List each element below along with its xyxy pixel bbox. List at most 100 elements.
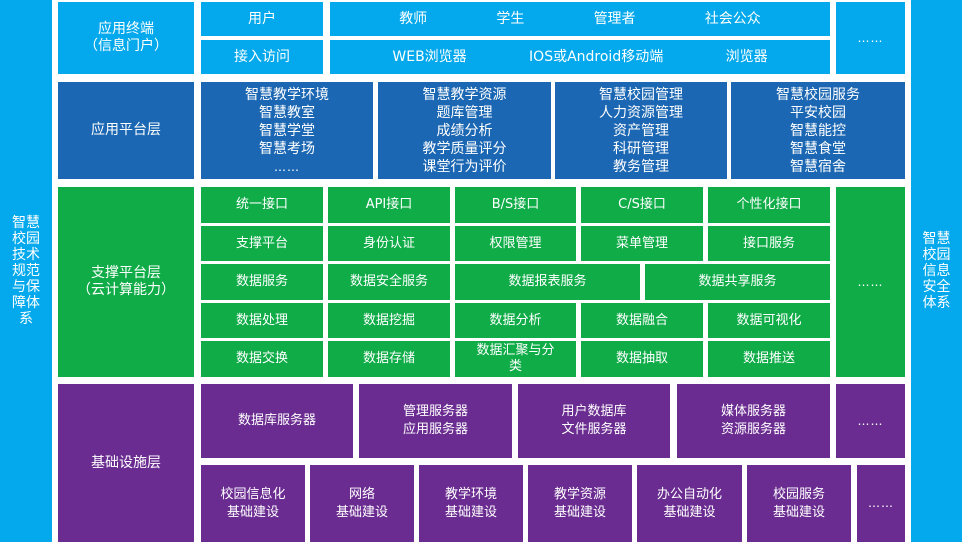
construction-cell: 网络 基础建设 [310, 465, 414, 542]
support-layer-title: 支撑平台层 （云计算能力） [58, 187, 194, 377]
side-label-line: 校园 [12, 231, 40, 247]
construction-cell: 教学资源 基础建设 [528, 465, 632, 542]
support-cell: 数据处理 [201, 303, 323, 338]
construction-label: 基础建设 [553, 504, 606, 520]
construction-label: 基础建设 [226, 504, 279, 520]
support-cell-label: 数据安全服务 [349, 274, 428, 290]
support-cell-label: 数据挖掘 [362, 312, 415, 328]
access-cell: 接入访问 [201, 40, 323, 74]
platform-item: 智慧能控 [790, 122, 846, 139]
support-cell: 数据安全服务 [328, 264, 450, 300]
construction-cell: 校园信息化 基础建设 [201, 465, 305, 542]
more-ellipsis: …… [857, 274, 884, 289]
construction-label: 教学资源 [553, 486, 606, 502]
support-cell-label: 数据交换 [235, 351, 288, 367]
platform-group: 智慧教学资源 题库管理 成绩分析 教学质量评分 课堂行为评价 [378, 82, 551, 179]
support-cell: 菜单管理 [581, 226, 703, 261]
support-cell-wide: 数据共享服务 [645, 264, 830, 300]
support-cell-wide: 数据报表服务 [455, 264, 640, 300]
right-side-panel: 智慧 校园 信息 安全 体系 [911, 0, 962, 542]
support-cell: 支撑平台 [201, 226, 323, 261]
support-cell-label: 数据报表服务 [508, 274, 587, 290]
platform-item: 题库管理 [436, 104, 493, 121]
construction-label: 基础建设 [772, 504, 825, 520]
user-type: 管理者 [593, 10, 636, 27]
construction-cell: 校园服务 基础建设 [747, 465, 851, 542]
server-cell: 管理服务器 应用服务器 [359, 384, 512, 458]
support-cell: 数据挖掘 [328, 303, 450, 338]
platform-item: …… [274, 159, 300, 174]
platform-item: 科研管理 [613, 140, 669, 157]
construction-label: 网络 [348, 486, 375, 502]
client-type: 浏览器 [725, 48, 768, 65]
support-cell: 数据可视化 [708, 303, 830, 338]
server-label: 管理服务器 [402, 404, 468, 419]
platform-item: 人力资源管理 [599, 104, 683, 121]
platform-layer-title: 应用平台层 [58, 82, 194, 179]
support-cell: 身份认证 [328, 226, 450, 261]
server-label: 用户数据库 [561, 404, 627, 419]
support-cell: B/S接口 [455, 187, 576, 223]
support-cell-label: 数据融合 [615, 312, 668, 328]
server-label: 数据库服务器 [237, 413, 316, 429]
client-type: IOS或Android移动端 [529, 48, 664, 65]
support-cell: API接口 [328, 187, 450, 223]
platform-item: 教务管理 [613, 158, 669, 175]
terminal-subtitle: （信息门户） [84, 38, 168, 54]
platform-item: 智慧学堂 [259, 122, 315, 139]
construction-cell: 办公自动化 基础建设 [637, 465, 742, 542]
server-cell: 媒体服务器 资源服务器 [677, 384, 830, 458]
support-subtitle: （云计算能力） [77, 282, 175, 298]
platform-item: 智慧食堂 [790, 140, 846, 157]
support-cell-label: 身份认证 [362, 235, 415, 251]
platform-item: 平安校园 [790, 104, 846, 121]
platform-title: 应用平台层 [91, 122, 161, 139]
support-cell-label: API接口 [365, 197, 413, 213]
server-label: 媒体服务器 [720, 404, 786, 419]
side-label-line: 规范 [12, 263, 40, 279]
platform-item: 课堂行为评价 [422, 158, 507, 175]
side-label-line: 智慧 [922, 231, 951, 247]
side-label-line: 校园 [922, 247, 951, 263]
server-label: 资源服务器 [720, 422, 786, 437]
support-cell-label: 接口服务 [742, 235, 795, 251]
platform-item: 智慧考场 [259, 140, 315, 157]
server-label: 文件服务器 [561, 422, 627, 437]
terminal-title: 应用终端 [98, 21, 154, 38]
clients-cell: WEB浏览器 IOS或Android移动端 浏览器 [330, 40, 830, 74]
support-cell: 接口服务 [708, 226, 830, 261]
server-label: 应用服务器 [402, 422, 468, 437]
construction-cell: 教学环境 基础建设 [419, 465, 523, 542]
support-cell-label: C/S接口 [618, 197, 666, 213]
side-label-line: 技术 [12, 247, 40, 263]
infra-layer-title: 基础设施层 [58, 384, 194, 542]
support-cell: C/S接口 [581, 187, 703, 223]
support-cell-label: 类 [508, 359, 522, 374]
support-cell-label: 个性化接口 [736, 197, 802, 213]
support-title: 支撑平台层 [91, 265, 161, 282]
more-ellipsis: …… [857, 30, 884, 45]
more-ellipsis: …… [857, 413, 884, 428]
platform-group: 智慧教学环境 智慧教室 智慧学堂 智慧考场 …… [201, 82, 373, 179]
support-cell: 数据存储 [328, 341, 450, 377]
support-more: …… [836, 187, 905, 377]
construction-label: 办公自动化 [656, 486, 722, 502]
support-cell-label: 数据可视化 [736, 312, 802, 328]
platform-item: 智慧校园管理 [599, 86, 683, 103]
side-label-line: 体系 [922, 295, 951, 311]
user-type: 教师 [399, 10, 428, 27]
construction-label: 教学环境 [444, 486, 497, 502]
terminal-more: …… [836, 2, 905, 74]
infra-title: 基础设施层 [91, 454, 161, 471]
platform-item: 智慧教室 [259, 104, 315, 121]
construction-label: 校园信息化 [220, 486, 286, 502]
support-cell-label: 支撑平台 [235, 235, 288, 251]
support-cell: 数据推送 [708, 341, 830, 377]
users-label: 用户 [248, 10, 276, 27]
support-cell-label: 数据存储 [362, 351, 415, 367]
support-cell: 个性化接口 [708, 187, 830, 223]
support-cell-label: 菜单管理 [615, 235, 668, 251]
support-cell-label: 数据分析 [489, 312, 542, 328]
support-cell: 数据汇聚与分 类 [455, 341, 576, 377]
client-type: WEB浏览器 [392, 48, 467, 65]
